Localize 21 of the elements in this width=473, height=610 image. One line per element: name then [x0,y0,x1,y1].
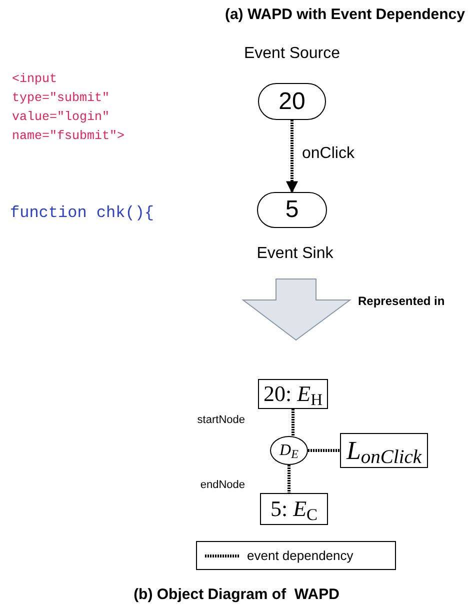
node-caption: Event Source [244,44,340,64]
legend-text: event dependency [247,546,354,565]
object-box: 5: E$_{C}$ [260,493,328,525]
connector-line [288,465,290,493]
ellipse-node: D$_{E}$ [270,436,308,465]
connector-line [292,409,294,436]
edge-label: onClick [302,144,354,164]
rounded-node: 20 [258,83,326,120]
node-caption: Event Sink [256,244,334,264]
rounded-node: 5 [257,192,327,228]
annotation: Represented in [358,293,445,310]
object-box: L$_{onClick}$ [340,433,428,468]
connector-line [308,449,340,452]
edge-label: endNode [200,478,245,493]
code-snippet: <input type="submit" value="login" name="fsubmit"> [12,71,126,145]
figure-title: (a) WAPD with Event Dependency [224,5,465,25]
edge-label: startNode [197,413,245,428]
figure-caption: (b) Object Diagram of WAPD [132,585,340,605]
arrow [286,120,298,194]
code-snippet: function chk(){ [10,203,154,224]
object-box: 20: E$_{H}$ [258,379,328,409]
